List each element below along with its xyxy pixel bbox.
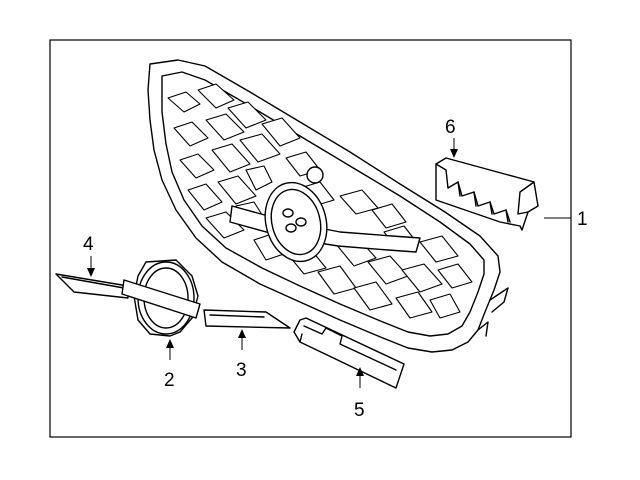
bracket-icon xyxy=(435,157,539,231)
callout-label-4: 4 xyxy=(83,234,94,255)
callout-label-6: 6 xyxy=(445,117,456,138)
callout-label-2: 2 xyxy=(164,370,175,391)
callout-3: 3 xyxy=(236,329,247,381)
lower-molding-icon xyxy=(293,317,405,389)
molding-strip-right-icon xyxy=(203,309,291,329)
callout-4: 4 xyxy=(83,234,95,277)
grille-assembly-icon xyxy=(147,59,509,353)
callout-label-3: 3 xyxy=(236,360,247,381)
callout-6: 6 xyxy=(445,117,458,158)
molding-strip-left-icon xyxy=(55,273,129,299)
callout-1: 1 xyxy=(577,209,588,230)
callout-5: 5 xyxy=(354,367,365,421)
emblem-icon xyxy=(121,259,201,337)
callout-2: 2 xyxy=(164,339,175,391)
callout-label-5: 5 xyxy=(354,400,365,421)
diagram-frame xyxy=(49,39,572,438)
callout-label-1: 1 xyxy=(577,209,588,230)
